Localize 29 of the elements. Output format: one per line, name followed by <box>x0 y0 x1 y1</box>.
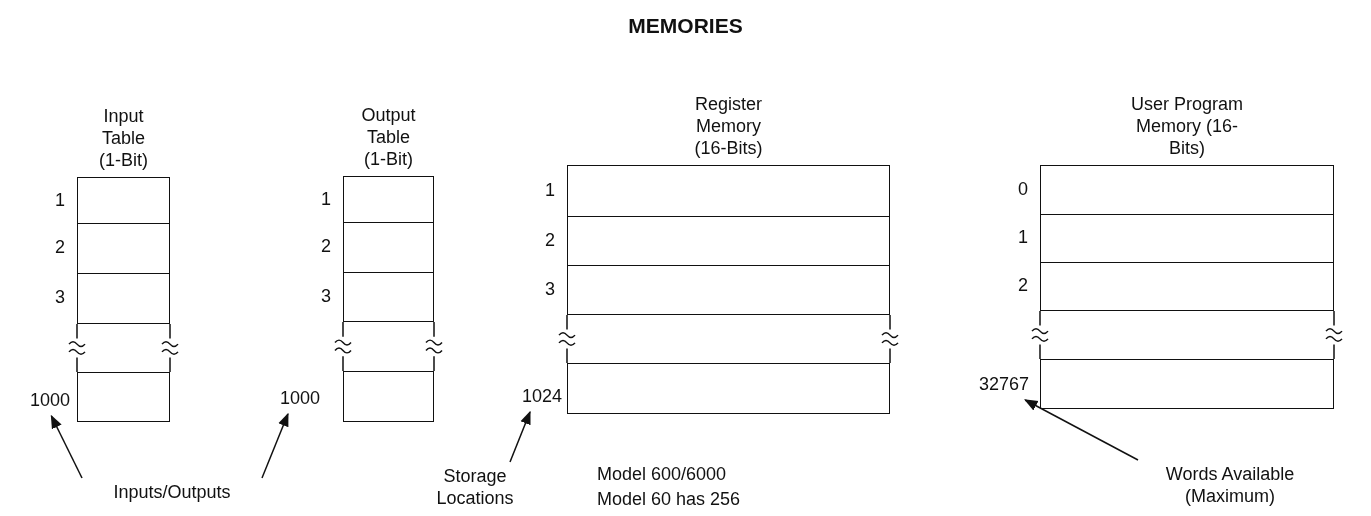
diagram-title: MEMORIES <box>627 14 744 38</box>
table-heading: User Program Memory (16-Bits) <box>1130 93 1244 159</box>
table-heading: Register Memory (16-Bits) <box>693 93 764 159</box>
address-number: 1000 <box>18 389 70 411</box>
row-number: 1 <box>1017 226 1028 248</box>
annotation-text: Words Available (Maximum) <box>1128 463 1332 507</box>
annotation-text: Storage Locations <box>430 465 520 509</box>
row-number: 1 <box>320 187 331 210</box>
row-number: 2 <box>54 236 65 258</box>
address-number: 1024 <box>510 385 562 407</box>
row-number: 3 <box>320 284 331 307</box>
arrow <box>261 412 289 479</box>
annotation-text: Inputs/Outputs <box>72 481 272 503</box>
row-number: 2 <box>320 235 331 257</box>
row-number: 2 <box>544 228 555 251</box>
row-number: 2 <box>1017 274 1028 296</box>
arrow <box>1024 399 1139 461</box>
row-number: 3 <box>544 277 555 300</box>
row-number: 1 <box>54 188 65 211</box>
address-number: 32767 <box>965 373 1029 395</box>
arrow <box>50 414 83 479</box>
row-number: 1 <box>544 179 555 201</box>
arrow <box>509 410 531 463</box>
address-number: 1000 <box>268 387 320 409</box>
table-heading: Output Table (1-Bit) <box>360 104 417 170</box>
note-text: Model 600/6000 Model 60 has 256 <box>597 463 742 511</box>
row-number: 3 <box>54 286 65 308</box>
row-number: 0 <box>1017 178 1028 200</box>
table-heading: Input Table (1-Bit) <box>98 105 149 171</box>
